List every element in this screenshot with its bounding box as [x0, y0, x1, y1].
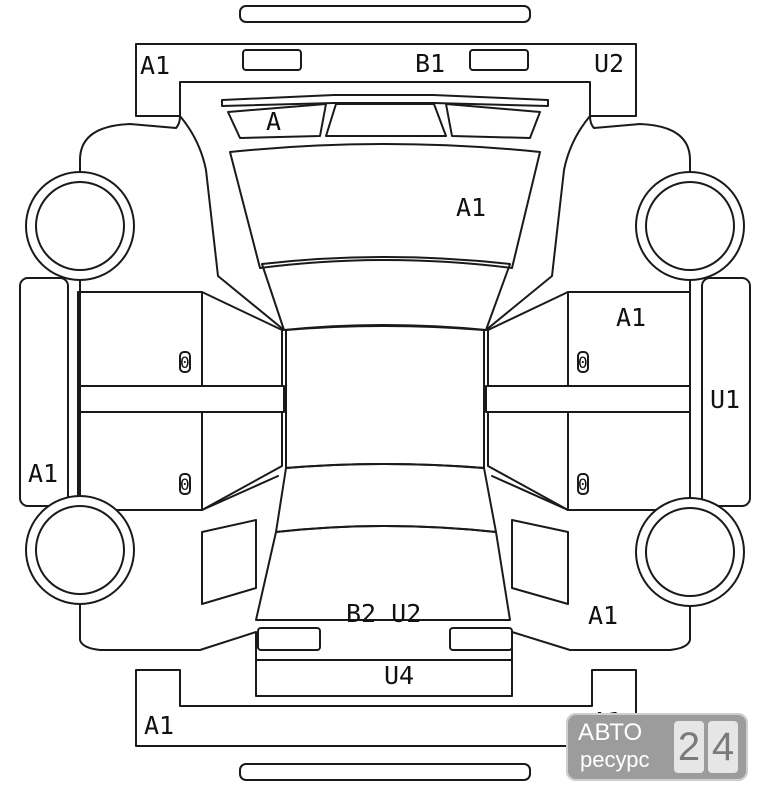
rear-light-left: [257, 627, 321, 651]
windshield-strip: [221, 94, 549, 107]
right-pillar: [485, 385, 691, 413]
left-rear-door-window: [201, 411, 283, 511]
cowl: [261, 256, 511, 331]
right-front-fender-line: [485, 115, 591, 331]
label-front-bumper-left: A1: [140, 51, 170, 80]
right-rocker: [701, 277, 751, 507]
car-body-outline: [79, 115, 691, 661]
windshield-center-glass: [325, 103, 447, 137]
trunk-lid: [255, 525, 511, 621]
watermark-line2: ресурс: [580, 747, 650, 772]
rear-bumper-bar: [239, 763, 531, 781]
right-rear-fender-line: [491, 475, 569, 511]
label-hood: A1: [456, 193, 486, 222]
windshield-left-glass: [227, 103, 327, 139]
wheel-rear-right: [635, 497, 745, 607]
right-rear-quarter: [511, 519, 569, 605]
right-front-door-window: [487, 291, 569, 387]
label-windshield: A: [266, 107, 281, 136]
watermark-line1: АВТО: [578, 719, 643, 746]
roof-panel: [285, 325, 485, 469]
front-bumper-bar: [239, 5, 531, 23]
wheel-rear-left: [25, 495, 135, 605]
wheel-front-right: [635, 171, 745, 281]
left-pillar: [77, 385, 285, 413]
windshield-right-glass: [445, 103, 541, 139]
label-rear-panel: U4: [384, 661, 414, 690]
autoresurs-watermark-logo: АВТО ресурс 2 4: [566, 713, 748, 781]
label-left-rocker: A1: [28, 459, 58, 488]
rear-bumper: [135, 669, 637, 747]
label-door-handle-rr: 0: [578, 475, 588, 494]
watermark-digits: 2 4: [674, 721, 738, 773]
left-front-fender-line: [179, 115, 285, 331]
front-bumper-slot-left: [242, 49, 302, 71]
door-handle-lf-box: [179, 351, 191, 373]
right-rear-door-window: [487, 411, 569, 511]
right-rear-door: [567, 411, 691, 511]
label-front-bumper-right: U2: [594, 49, 624, 78]
left-rear-quarter: [201, 519, 257, 605]
label-right-rocker: U1: [710, 385, 740, 414]
rear-panel: [255, 659, 513, 697]
left-rear-fender-line: [201, 475, 279, 511]
label-right-rear-quarter: A1: [588, 601, 618, 630]
label-right-front-door: A1: [616, 303, 646, 332]
door-handle-rr-box: [577, 473, 589, 495]
front-bumper-slot-right: [469, 49, 529, 71]
rear-glass: [275, 463, 497, 533]
watermark-digit-2: 4: [708, 721, 738, 773]
label-rear-bumper-left: A1: [144, 711, 174, 740]
label-door-handle-lf: 0: [180, 353, 190, 372]
label-door-handle-rf: 0: [578, 353, 588, 372]
rear-light-right: [449, 627, 513, 651]
door-handle-lr-box: [179, 473, 191, 495]
label-door-handle-lr: 0: [180, 475, 190, 494]
door-handle-rf-box: [577, 351, 589, 373]
watermark-digit-1: 2: [674, 721, 704, 773]
left-front-door-window: [201, 291, 283, 387]
left-rocker: [19, 277, 69, 507]
left-rear-door: [77, 411, 203, 511]
label-trunk: B2 U2: [346, 599, 421, 628]
front-bumper: [135, 43, 637, 117]
label-front-bumper-center: B1: [415, 49, 445, 78]
hood-panel: [229, 143, 541, 269]
wheel-front-left: [25, 171, 135, 281]
